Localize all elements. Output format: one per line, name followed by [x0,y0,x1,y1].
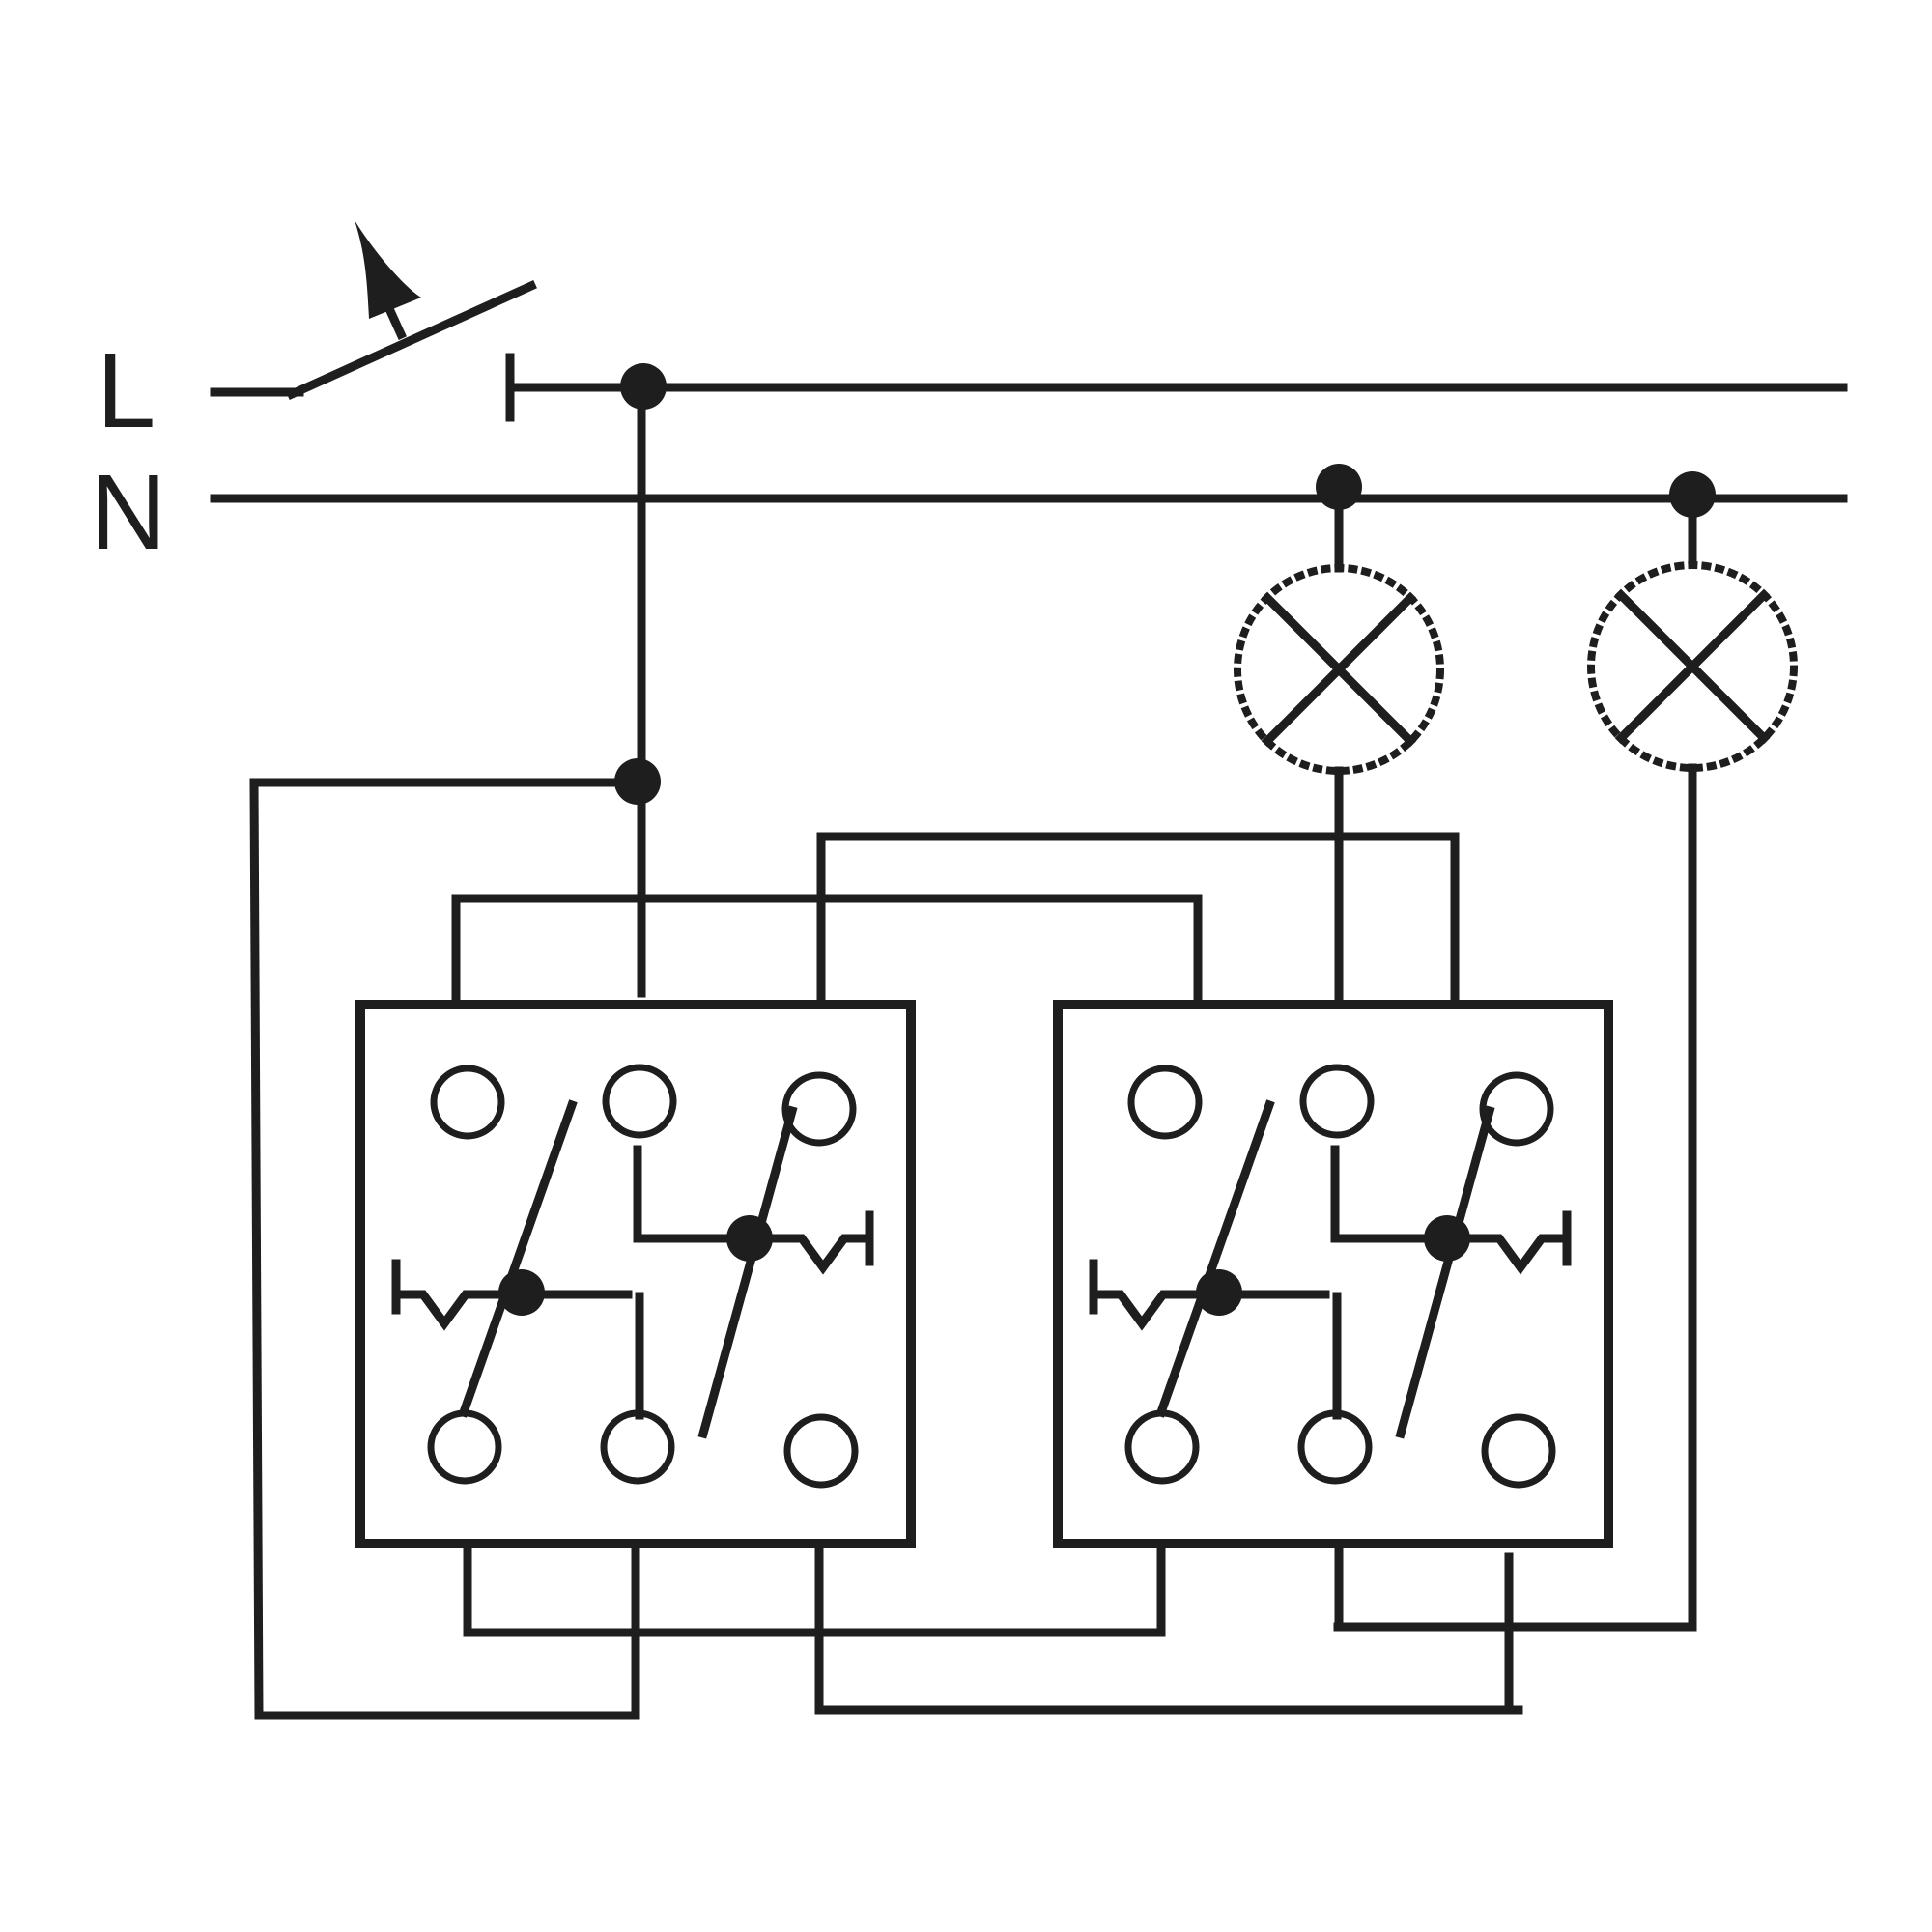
top-wire-b [816,832,1460,1009]
label-line: L [97,331,156,450]
switch-unit-2 [1053,1000,1613,1548]
terminal [1299,1064,1375,1139]
bottom-wire-a [463,1539,1166,1637]
top-wire-a [451,894,1203,1009]
lamp-icon [1587,561,1798,772]
terminal [783,1413,859,1489]
terminal [1297,1409,1373,1485]
terminal [602,1064,677,1139]
terminal [1479,1071,1554,1147]
junction-dot-n1 [1316,464,1362,510]
terminal [781,1071,857,1147]
switch-arrow-icon [355,220,421,319]
feed-loop-wire [249,778,642,1720]
terminal [427,1409,502,1485]
lamp-2 [1333,494,1798,1632]
bottom-wire-b [814,1539,1523,1715]
lamp-icon [1234,564,1444,775]
lamp-1 [1234,490,1444,1009]
terminal [1127,1065,1203,1140]
terminal [1124,1409,1200,1485]
label-neutral: N [90,453,166,572]
terminal [1481,1413,1556,1489]
main-switch [210,220,537,422]
terminal [430,1065,505,1140]
terminal [600,1409,675,1485]
switch-unit-1 [355,1000,916,1548]
